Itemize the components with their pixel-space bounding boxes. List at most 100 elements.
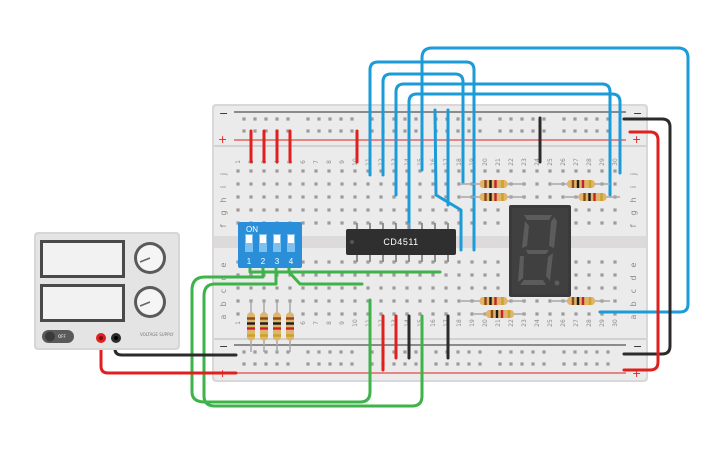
breadboard-hole[interactable] [405, 182, 409, 186]
breadboard-hole[interactable] [288, 208, 292, 212]
breadboard-hole[interactable] [264, 117, 268, 121]
breadboard-hole[interactable] [418, 312, 422, 316]
breadboard-hole[interactable] [574, 312, 578, 316]
breadboard-hole[interactable] [470, 169, 474, 173]
breadboard-hole[interactable] [457, 312, 461, 316]
breadboard-hole[interactable] [249, 208, 253, 212]
breadboard-hole[interactable] [286, 362, 290, 366]
breadboard-hole[interactable] [366, 169, 370, 173]
breadboard-hole[interactable] [249, 286, 253, 290]
resistor[interactable] [286, 301, 294, 352]
breadboard-hole[interactable] [587, 286, 591, 290]
breadboard-hole[interactable] [431, 221, 435, 225]
resistor[interactable] [552, 297, 610, 305]
breadboard-hole[interactable] [509, 169, 513, 173]
resistor[interactable] [273, 301, 281, 352]
breadboard-hole[interactable] [574, 286, 578, 290]
breadboard-hole[interactable] [444, 299, 448, 303]
breadboard-hole[interactable] [314, 208, 318, 212]
breadboard-hole[interactable] [353, 273, 357, 277]
breadboard-hole[interactable] [496, 208, 500, 212]
breadboard-hole[interactable] [562, 129, 566, 133]
breadboard-hole[interactable] [392, 260, 396, 264]
breadboard-hole[interactable] [613, 221, 617, 225]
breadboard-hole[interactable] [275, 208, 279, 212]
breadboard-hole[interactable] [392, 169, 396, 173]
breadboard-hole[interactable] [573, 350, 577, 354]
breadboard-hole[interactable] [253, 129, 257, 133]
breadboard-hole[interactable] [301, 312, 305, 316]
breadboard-hole[interactable] [262, 286, 266, 290]
breadboard-hole[interactable] [253, 362, 257, 366]
breadboard-hole[interactable] [600, 260, 604, 264]
breadboard-hole[interactable] [340, 208, 344, 212]
breadboard-hole[interactable] [327, 299, 331, 303]
breadboard-hole[interactable] [353, 299, 357, 303]
breadboard-hole[interactable] [314, 299, 318, 303]
breadboard-hole[interactable] [314, 312, 318, 316]
breadboard-hole[interactable] [457, 169, 461, 173]
breadboard-hole[interactable] [456, 129, 460, 133]
breadboard-hole[interactable] [328, 362, 332, 366]
breadboard-hole[interactable] [562, 350, 566, 354]
breadboard-hole[interactable] [587, 221, 591, 225]
breadboard-hole[interactable] [498, 350, 502, 354]
breadboard-hole[interactable] [613, 273, 617, 277]
breadboard-hole[interactable] [379, 182, 383, 186]
breadboard-hole[interactable] [350, 362, 354, 366]
breadboard-hole[interactable] [288, 169, 292, 173]
breadboard-hole[interactable] [457, 286, 461, 290]
dip-switch[interactable]: ON 1 2 3 4 [238, 222, 302, 268]
breadboard-hole[interactable] [483, 208, 487, 212]
breadboard-hole[interactable] [403, 350, 407, 354]
breadboard-hole[interactable] [242, 117, 246, 121]
breadboard-hole[interactable] [317, 362, 321, 366]
breadboard-hole[interactable] [431, 273, 435, 277]
breadboard-hole[interactable] [314, 273, 318, 277]
breadboard-hole[interactable] [253, 117, 257, 121]
breadboard-hole[interactable] [301, 208, 305, 212]
breadboard-hole[interactable] [613, 169, 617, 173]
breadboard-hole[interactable] [613, 182, 617, 186]
breadboard-hole[interactable] [370, 117, 374, 121]
breadboard-hole[interactable] [584, 350, 588, 354]
breadboard-hole[interactable] [587, 169, 591, 173]
breadboard-hole[interactable] [286, 350, 290, 354]
breadboard-hole[interactable] [353, 182, 357, 186]
breadboard-hole[interactable] [392, 299, 396, 303]
breadboard-hole[interactable] [264, 350, 268, 354]
breadboard-hole[interactable] [561, 312, 565, 316]
breadboard-hole[interactable] [418, 182, 422, 186]
breadboard-hole[interactable] [520, 117, 524, 121]
breadboard-hole[interactable] [520, 129, 524, 133]
breadboard-hole[interactable] [317, 117, 321, 121]
breadboard-hole[interactable] [405, 312, 409, 316]
breadboard-hole[interactable] [327, 260, 331, 264]
breadboard-hole[interactable] [531, 362, 535, 366]
breadboard-hole[interactable] [444, 195, 448, 199]
breadboard-hole[interactable] [327, 182, 331, 186]
breadboard-hole[interactable] [496, 221, 500, 225]
breadboard-hole[interactable] [253, 350, 257, 354]
breadboard-hole[interactable] [379, 273, 383, 277]
breadboard-hole[interactable] [288, 195, 292, 199]
breadboard-hole[interactable] [370, 129, 374, 133]
breadboard-hole[interactable] [353, 286, 357, 290]
breadboard-hole[interactable] [470, 286, 474, 290]
breadboard-hole[interactable] [431, 169, 435, 173]
breadboard-hole[interactable] [327, 273, 331, 277]
breadboard-hole[interactable] [478, 129, 482, 133]
breadboard-hole[interactable] [496, 169, 500, 173]
breadboard-hole[interactable] [522, 169, 526, 173]
resistor[interactable] [461, 193, 526, 201]
breadboard-hole[interactable] [483, 260, 487, 264]
breadboard-hole[interactable] [353, 260, 357, 264]
breadboard-hole[interactable] [444, 312, 448, 316]
breadboard-hole[interactable] [483, 169, 487, 173]
breadboard-hole[interactable] [405, 299, 409, 303]
breadboard-hole[interactable] [262, 182, 266, 186]
breadboard-hole[interactable] [379, 299, 383, 303]
breadboard-hole[interactable] [467, 117, 471, 121]
breadboard-hole[interactable] [434, 362, 438, 366]
breadboard-hole[interactable] [236, 182, 240, 186]
